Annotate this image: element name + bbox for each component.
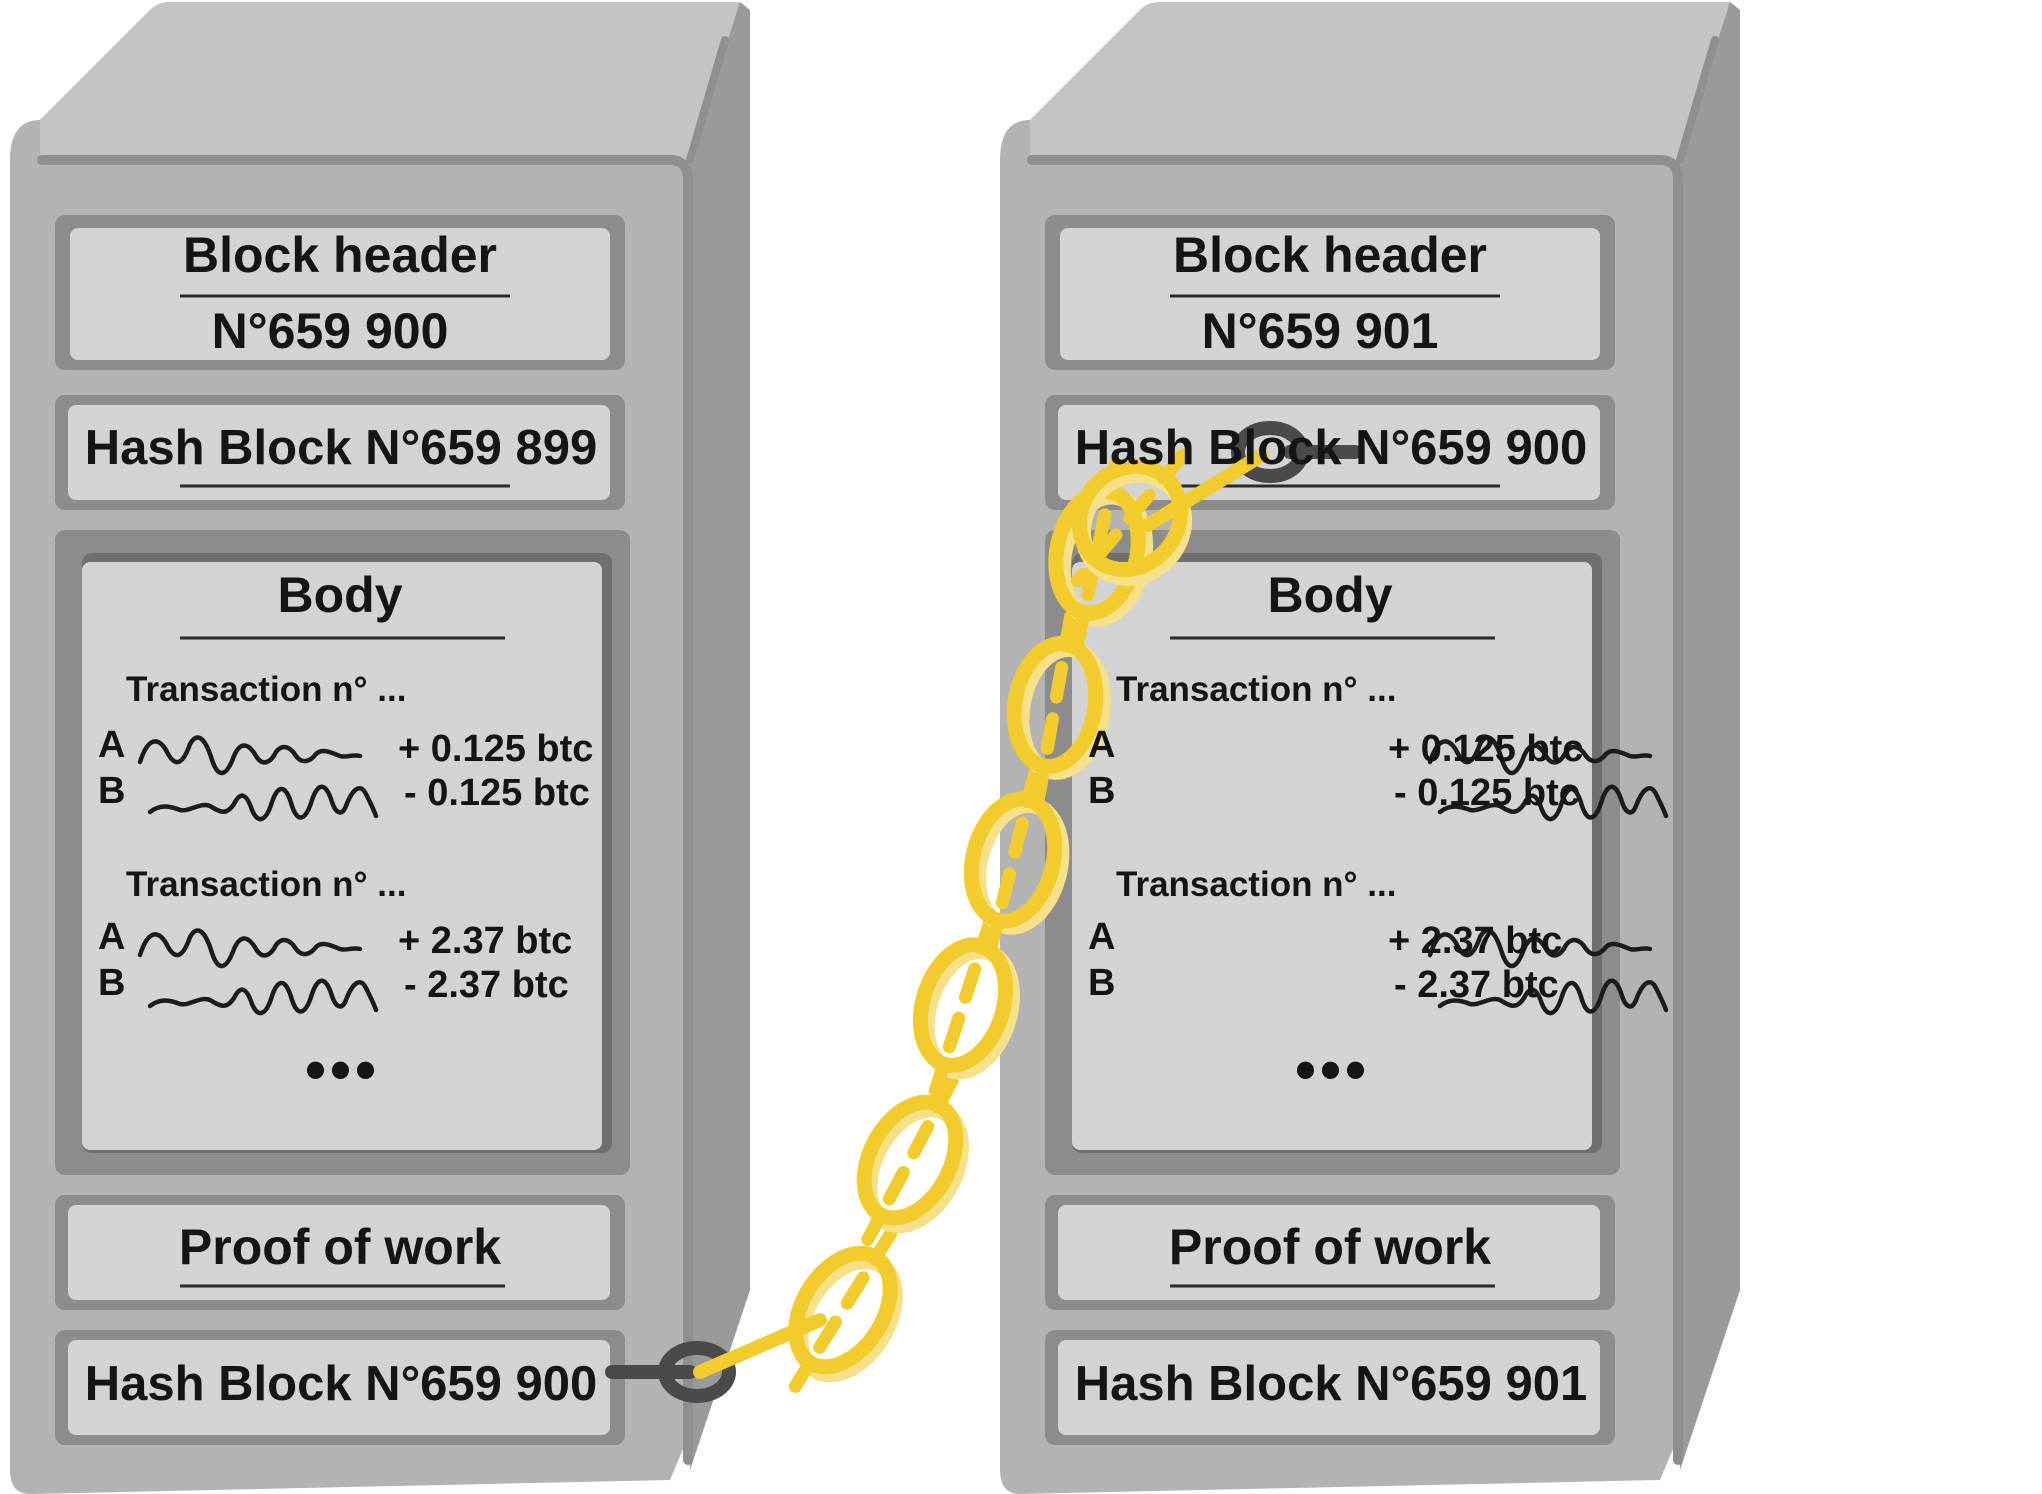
block-header-title: Block header xyxy=(182,227,497,283)
party-a-label: A xyxy=(1088,916,1116,958)
chain-link-icon xyxy=(605,421,1362,1403)
chain-link-icon xyxy=(1070,448,1193,588)
transaction-title: Transaction n° ... xyxy=(126,670,407,709)
party-b-amount: - 0.125 btc xyxy=(1394,772,1580,814)
party-b-amount: - 2.37 btc xyxy=(1394,964,1559,1006)
party-a-label: A xyxy=(1088,724,1116,766)
body-title: Body xyxy=(1267,567,1393,623)
body-title: Body xyxy=(277,567,403,623)
own-hash-label: Hash Block N°659 900 xyxy=(84,1357,598,1411)
party-a-amount: + 0.125 btc xyxy=(398,728,594,770)
block-number: N°659 900 xyxy=(211,303,449,359)
block-left: Block header N°659 900 Hash Block N°659 … xyxy=(0,0,800,1494)
party-a-label: A xyxy=(98,724,126,766)
party-b-amount: - 2.37 btc xyxy=(404,964,569,1006)
transaction-title: Transaction n° ... xyxy=(1116,670,1397,709)
party-b-label: B xyxy=(1088,962,1116,1004)
chain-link-icon xyxy=(788,1227,903,1393)
chain-link-icon xyxy=(963,766,1070,954)
block-right: Block header N°659 901 Hash Block N°659 … xyxy=(990,0,1790,1494)
party-b-label: B xyxy=(1088,770,1116,812)
proof-of-work-label: Proof of work xyxy=(1168,1219,1492,1275)
proof-of-work-label: Proof of work xyxy=(178,1219,502,1275)
party-a-label: A xyxy=(98,916,126,958)
party-a-amount: + 0.125 btc xyxy=(1388,728,1584,770)
chain-link-icon xyxy=(1006,609,1112,801)
party-a-amount: + 2.37 btc xyxy=(1388,920,1563,962)
prev-hash-label: Hash Block N°659 900 xyxy=(1074,421,1588,475)
transaction-title: Transaction n° ... xyxy=(126,865,407,904)
more-transactions-ellipsis: ••• xyxy=(305,1036,381,1103)
party-b-label: B xyxy=(98,770,126,812)
transaction-title: Transaction n° ... xyxy=(1116,865,1397,904)
prev-hash-label: Hash Block N°659 899 xyxy=(84,421,598,475)
party-a-amount: + 2.37 btc xyxy=(398,920,573,962)
block-number: N°659 901 xyxy=(1201,303,1439,359)
chain-link-icon xyxy=(856,1074,969,1246)
more-transactions-ellipsis: ••• xyxy=(1295,1036,1371,1103)
party-b-label: B xyxy=(98,962,126,1004)
party-b-amount: - 0.125 btc xyxy=(404,772,590,814)
own-hash-label: Hash Block N°659 901 xyxy=(1074,1357,1588,1411)
block-header-title: Block header xyxy=(1172,227,1487,283)
